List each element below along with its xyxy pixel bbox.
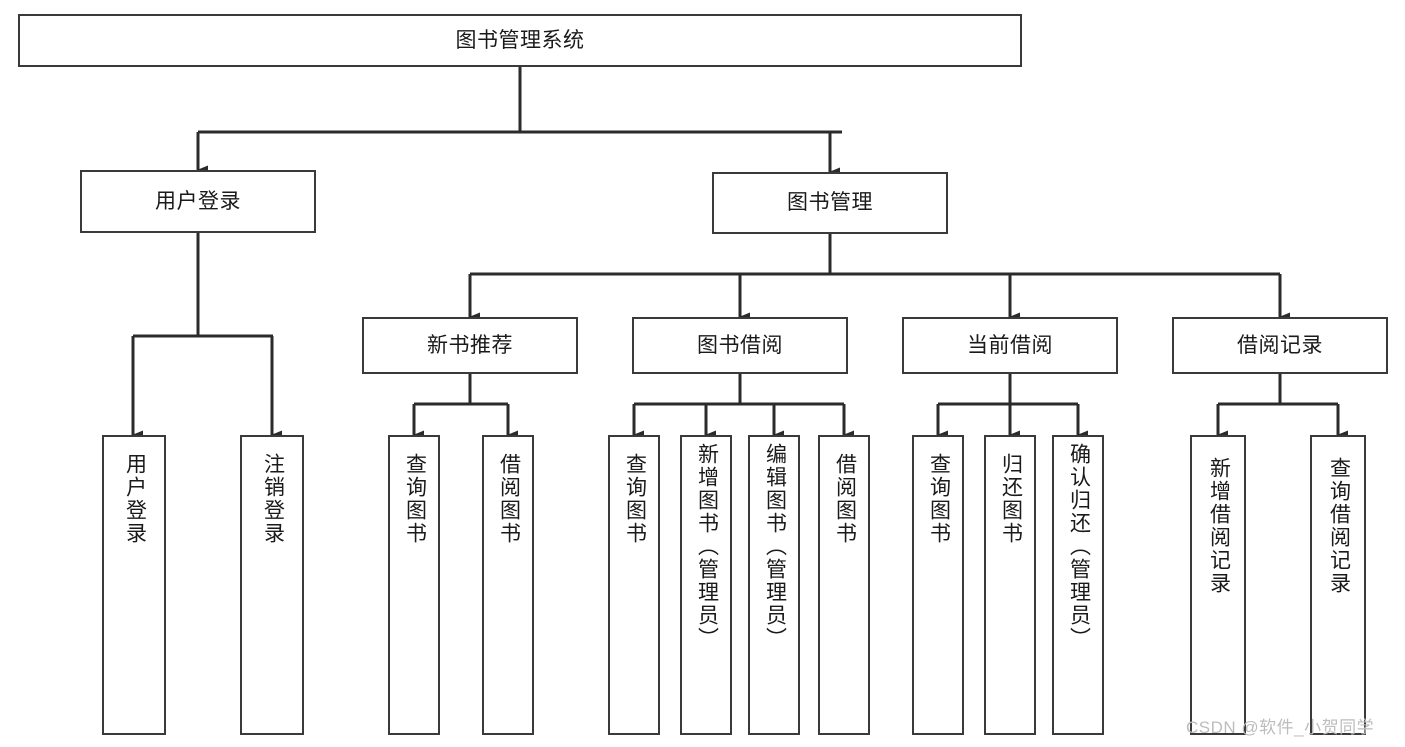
node-leaf-edit-book-label: 编辑图书（管理员） xyxy=(763,443,787,650)
node-leaf-add-book[interactable]: 新增图书（管理员） xyxy=(680,435,732,735)
node-leaf-borrow-book-1[interactable]: 借阅图书 xyxy=(482,435,534,735)
node-current-borrow-label: 当前借阅 xyxy=(967,333,1053,357)
node-leaf-add-borrow-record[interactable]: 新增借阅记录 xyxy=(1190,435,1246,735)
node-leaf-query-book-1-label: 查询图书 xyxy=(403,453,427,545)
node-root-label: 图书管理系统 xyxy=(455,28,585,52)
node-user-login-label: 用户登录 xyxy=(155,189,241,213)
node-book-manage-label: 图书管理 xyxy=(787,191,873,215)
node-leaf-add-borrow-record-label: 新增借阅记录 xyxy=(1207,457,1231,595)
node-leaf-user-login[interactable]: 用户登录 xyxy=(102,435,166,735)
node-leaf-borrow-book-2[interactable]: 借阅图书 xyxy=(818,435,870,735)
node-book-manage[interactable]: 图书管理 xyxy=(712,172,948,234)
node-book-borrow[interactable]: 图书借阅 xyxy=(632,317,848,374)
node-current-borrow[interactable]: 当前借阅 xyxy=(902,317,1118,374)
node-leaf-add-book-label: 新增图书（管理员） xyxy=(695,443,719,650)
node-leaf-query-borrow-record[interactable]: 查询借阅记录 xyxy=(1310,435,1366,735)
node-borrow-record-label: 借阅记录 xyxy=(1237,333,1323,357)
node-leaf-edit-book[interactable]: 编辑图书（管理员） xyxy=(748,435,800,735)
node-book-borrow-label: 图书借阅 xyxy=(697,333,783,357)
node-leaf-query-book-3[interactable]: 查询图书 xyxy=(912,435,964,735)
node-leaf-query-book-1[interactable]: 查询图书 xyxy=(388,435,440,735)
node-leaf-confirm-return-label: 确认归还（管理员） xyxy=(1067,443,1091,650)
node-new-book-recommend-label: 新书推荐 xyxy=(427,333,513,357)
node-leaf-confirm-return[interactable]: 确认归还（管理员） xyxy=(1052,435,1104,735)
node-leaf-query-book-3-label: 查询图书 xyxy=(927,453,951,545)
watermark-text: CSDN @软件_小贺同学 xyxy=(1186,718,1375,737)
node-leaf-return-book[interactable]: 归还图书 xyxy=(984,435,1036,735)
node-leaf-user-logout-label: 注销登录 xyxy=(261,453,285,545)
node-leaf-user-logout[interactable]: 注销登录 xyxy=(240,435,304,735)
node-leaf-query-book-2[interactable]: 查询图书 xyxy=(608,435,660,735)
node-leaf-query-borrow-record-label: 查询借阅记录 xyxy=(1327,457,1351,595)
node-borrow-record[interactable]: 借阅记录 xyxy=(1172,317,1388,374)
node-leaf-borrow-book-2-label: 借阅图书 xyxy=(833,453,857,545)
node-user-login[interactable]: 用户登录 xyxy=(80,170,316,233)
node-root[interactable]: 图书管理系统 xyxy=(18,14,1022,67)
node-leaf-user-login-label: 用户登录 xyxy=(123,453,147,545)
node-leaf-query-book-2-label: 查询图书 xyxy=(623,453,647,545)
node-new-book-recommend[interactable]: 新书推荐 xyxy=(362,317,578,374)
node-leaf-return-book-label: 归还图书 xyxy=(999,453,1023,545)
node-leaf-borrow-book-1-label: 借阅图书 xyxy=(497,453,521,545)
